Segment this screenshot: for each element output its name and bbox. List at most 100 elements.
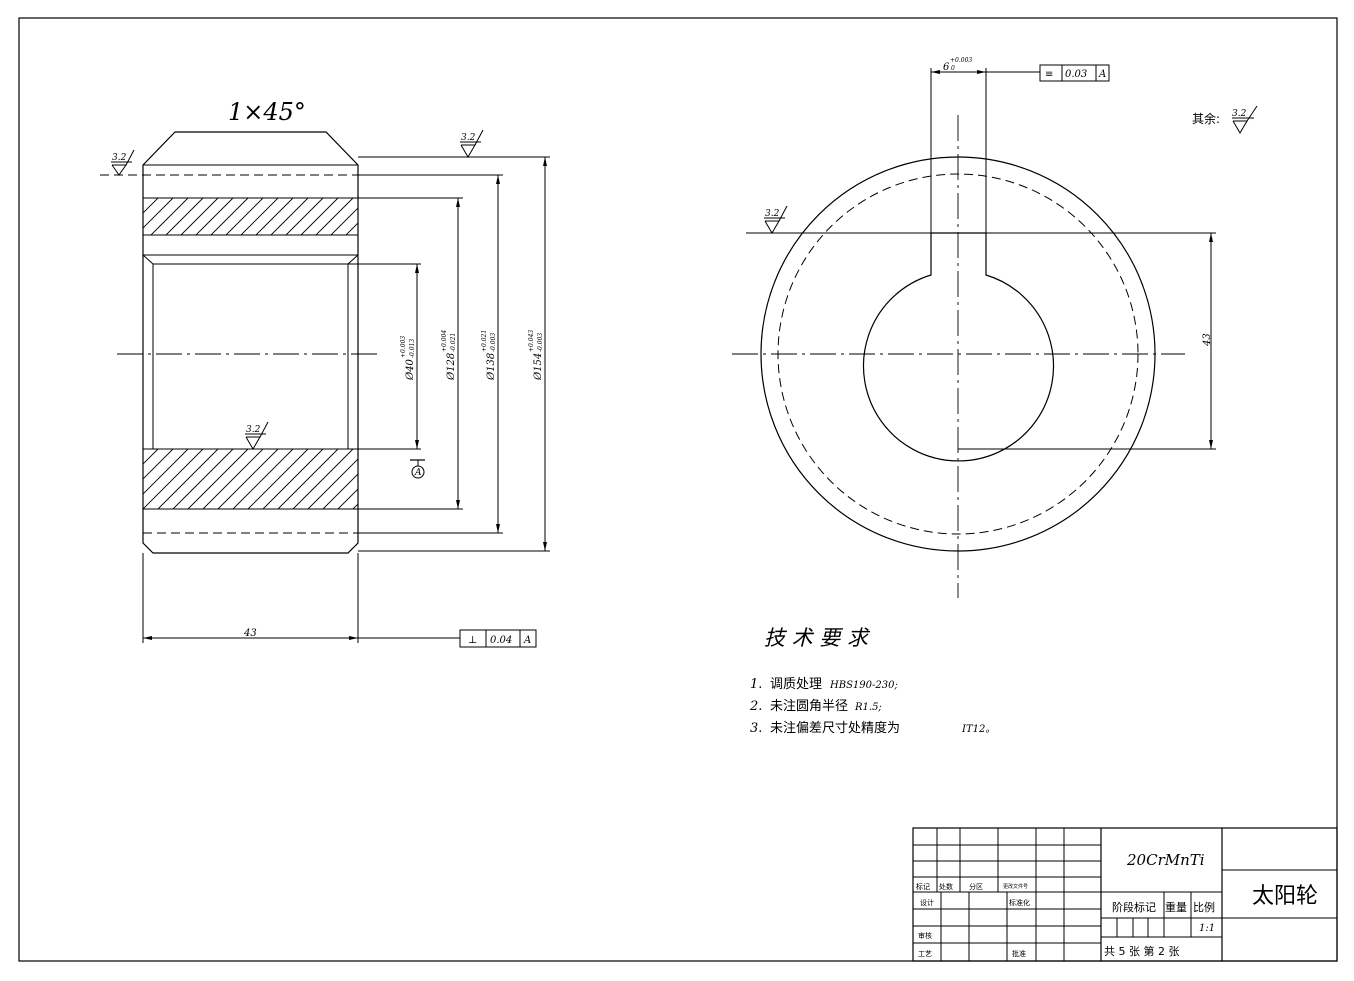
roughness-symbol-right: 3.2 [764,205,788,234]
tb-scale-value: 1:1 [1199,923,1215,934]
chamfer-label: 1×45° [228,98,306,126]
tb-zone: 分区 [969,882,983,891]
hatch-line [330,207,358,235]
hatch-line [247,449,309,509]
tb-standard: 标准化 [1009,898,1030,907]
gear-outline [142,131,359,554]
hatch-line [285,198,324,235]
hatch-line [315,198,354,235]
tb-sheets: 共 5 张 第 2 张 [1104,944,1179,958]
hatch-line [143,449,159,465]
hatch-line [143,198,159,214]
req-1-text: 调质处理 [770,677,822,692]
tb-material: 20CrMnTi [1126,851,1205,869]
hatch-line [277,449,339,509]
tb-count: 处数 [939,882,953,891]
drawing-border [18,17,1338,962]
hatch-line [300,198,339,235]
d154-tol-upper: +0.043 [528,330,535,352]
section-hatch-bottom [143,449,428,509]
hatch-line [143,198,144,199]
roughness-symbol-left: 3.2 [111,149,135,176]
bore-with-keyway [862,232,1055,462]
hatch-line [165,198,204,235]
hatch-line [143,449,189,495]
hatch-line [172,449,234,509]
roughness-bore-value: 3.2 [246,425,261,435]
d138-tol-lower: -0.003 [490,333,497,352]
hatch-line [376,198,413,235]
keyway-tol-upper: +0.003 [950,57,972,64]
roughness-right-value: 3.2 [765,209,780,219]
req-3-text: 未注偏差尺寸处精度为 [770,720,900,736]
tb-part-name: 太阳轮 [1252,884,1318,909]
section-hatch-top [143,198,413,235]
hatch-line [195,198,234,235]
hatch-line [368,449,428,509]
left-section-view: Ø40 +0.003 -0.013 Ø128 +0.004 -0.021 Ø13… [100,98,550,648]
keyway-tol-lower: 0 [951,65,955,72]
hatch-line [143,449,174,480]
other-surfaces-value: 3.2 [1232,109,1247,119]
roughness-top-value: 3.2 [461,133,476,143]
other-surfaces-roughness: 其余: 3.2 [1192,105,1258,134]
hatch-line [143,449,204,509]
hatch-line [337,488,358,509]
hatch-line [270,198,309,235]
perpendicularity-value: 0.04 [490,635,512,646]
tb-approve: 批准 [1012,949,1026,958]
technical-requirements: 技 术 要 求 1. 调质处理 HBS190-230; 2. 未注圆角半径 R1… [749,626,995,736]
right-end-view: 6 +0.003 0 ≡ 0.03 A 43 3.2 其余: [732,57,1258,598]
d154-label: Ø154 [533,353,544,381]
symmetry-datum: A [1098,69,1106,80]
hatch-line [361,198,398,235]
tb-weight-label: 重量 [1165,900,1187,914]
perpendicularity-symbol: ⊥ [468,635,477,646]
hatch-line [150,198,189,235]
d138-label: Ø138 [486,353,497,381]
hatch-line [255,198,294,235]
req-1-spec: HBS190-230; [829,680,898,691]
hatch-line [292,449,354,509]
keyway-width-label: 6 [943,62,950,73]
roughness-left-value: 3.2 [112,153,127,163]
d40-tol-upper: +0.003 [400,336,407,358]
tb-doc: 更改文件号 [1003,883,1028,890]
symmetry-frame: ≡ 0.03 A [1039,64,1110,82]
datum-a-label: A [414,468,422,478]
hatch-line [352,503,358,509]
tb-mark: 标记 [916,882,930,891]
symmetry-symbol: ≡ [1045,69,1053,80]
width-dim-label: 43 [243,628,257,639]
hatch-line [307,458,358,509]
d128-label: Ø128 [446,353,457,381]
hatch-line [232,449,294,509]
req-1-num: 1. [750,677,762,692]
tb-stage-label: 阶段标记 [1112,900,1156,914]
tb-process: 工艺 [918,950,932,958]
d128-tol-lower: -0.021 [450,333,457,352]
d40-tol-lower: -0.013 [409,339,416,358]
perpendicularity-frame: ⊥ 0.04 A [459,629,537,648]
depth-dim-label: 43 [1202,333,1213,347]
d138-tol-upper: +0.021 [481,330,488,352]
roughness-symbol-bore: 3.2 [245,421,269,450]
perpendicularity-datum: A [523,635,531,646]
hatch-line [143,449,144,450]
d154-tol-lower: -0.003 [537,333,544,352]
hatch-line [180,198,219,235]
hatch-line [157,449,219,509]
req-2-text: 未注圆角半径 [770,699,848,714]
hatch-line [345,222,358,235]
hatch-line [262,449,324,509]
req-3-spec: IT12。 [961,724,995,735]
symmetry-value: 0.03 [1065,69,1087,80]
tb-design: 设计 [920,898,934,907]
d40-label: Ø40 [405,358,416,381]
hatch-line [217,449,279,509]
roughness-symbol-top: 3.2 [460,129,484,158]
tb-scale-label: 比例 [1193,900,1215,914]
hatch-line [210,198,249,235]
req-2-spec: R1.5; [854,702,882,713]
